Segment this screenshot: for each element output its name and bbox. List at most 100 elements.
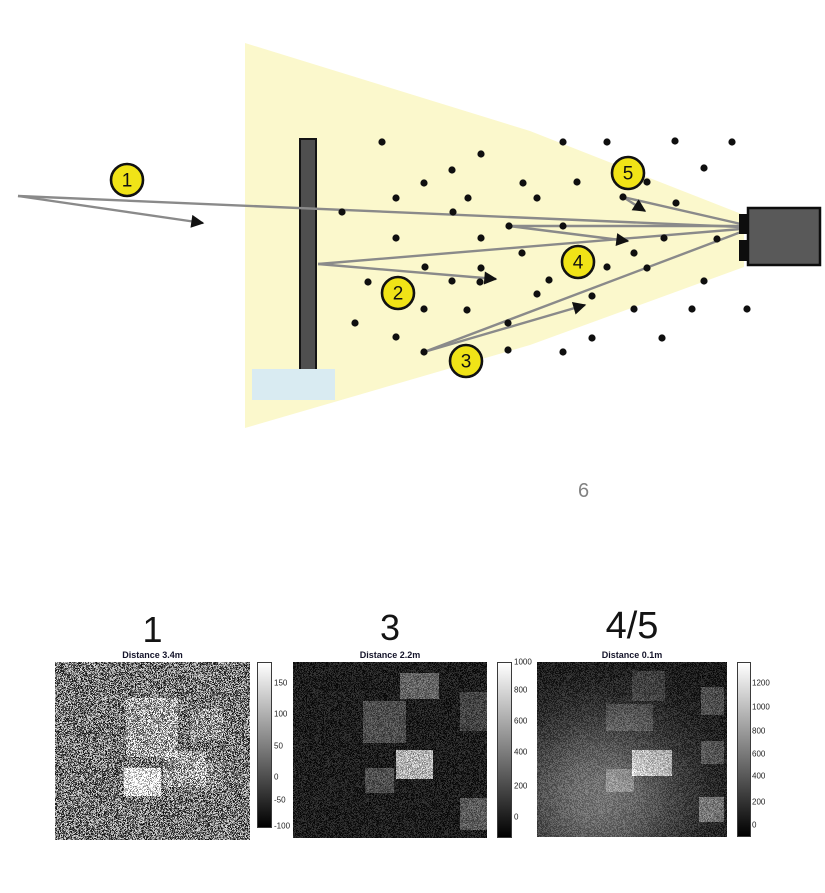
- ray-label-text: 4: [573, 253, 584, 274]
- ray-label-1: 1: [109, 162, 145, 198]
- colorbar-label: 600: [514, 716, 528, 726]
- smoke-particle: [448, 277, 456, 285]
- smoke-particle: [420, 305, 428, 313]
- colorbar-label: 400: [514, 747, 528, 757]
- camera-aperture: [739, 214, 749, 234]
- panel-title: 3: [379, 607, 401, 648]
- smoke-particle: [660, 234, 668, 242]
- colorbar-label: 1200: [752, 678, 770, 688]
- ray-label-circle: [380, 275, 416, 311]
- ray4-scatter: [508, 224, 630, 246]
- smoke-particle: [504, 319, 512, 327]
- smoke-particle: [477, 234, 485, 242]
- ray2-scatter: [317, 262, 498, 285]
- colorbar-label: 800: [752, 726, 766, 736]
- smoke-particle: [364, 278, 372, 286]
- colorbar: [497, 662, 512, 838]
- colorbar: [737, 662, 751, 837]
- smoke-particle: [533, 290, 541, 298]
- screen-panel: [252, 369, 335, 400]
- smoke-particle: [477, 264, 485, 272]
- colorbar-label: 0: [514, 812, 519, 822]
- smoke-particle: [658, 334, 666, 342]
- smoke-particle: [671, 137, 679, 145]
- colorbar-label: 50: [274, 741, 283, 751]
- smoke-particle: [476, 278, 484, 286]
- obstacle-bar-shape: [299, 138, 317, 374]
- smoke-particle: [588, 334, 596, 342]
- colorbar-label: 1000: [514, 657, 532, 667]
- smoke-particle: [392, 194, 400, 202]
- smoke-particle: [603, 263, 611, 271]
- smoke-particle: [743, 305, 751, 313]
- smoke-particle: [545, 276, 553, 284]
- smoke-particle: [378, 138, 386, 146]
- smoke-particle: [464, 194, 472, 202]
- ray1-exit: [17, 194, 205, 228]
- ray-label-text: 5: [623, 164, 634, 185]
- smoke-particle: [603, 138, 611, 146]
- smoke-particle: [351, 319, 359, 327]
- page-number: 6: [578, 480, 590, 502]
- ray-label-circle: [610, 155, 646, 191]
- smoke-particle: [504, 346, 512, 354]
- smoke-particle: [672, 199, 680, 207]
- smoke-particle: [338, 208, 346, 216]
- smoke-particle: [630, 305, 638, 313]
- light-cone: [245, 43, 744, 428]
- ray5-scatter: [622, 195, 647, 213]
- ray3-beam: [423, 230, 742, 354]
- ray-label-text: 3: [461, 352, 472, 373]
- light-cone-shape: [245, 43, 744, 428]
- smoke-particle: [518, 249, 526, 257]
- smoke-particle: [420, 179, 428, 187]
- ray-label-text: 1: [122, 171, 133, 192]
- smoke-particle: [420, 348, 428, 356]
- colorbar-label: -100: [274, 821, 291, 831]
- colorbar-label: 600: [752, 749, 766, 759]
- screen-panel-shape: [252, 369, 335, 400]
- panel-subtitle: Distance 2.2m: [359, 650, 421, 660]
- smoke-particle: [449, 208, 457, 216]
- colorbar-label: 1000: [752, 702, 770, 712]
- obstacle-bar: [299, 138, 317, 374]
- colorbar-label: 800: [514, 685, 528, 695]
- smoke-particle: [643, 178, 651, 186]
- colorbar: [257, 662, 272, 828]
- panel-title: 4/5: [605, 605, 659, 647]
- smoke-particle: [392, 333, 400, 341]
- smoke-particle: [688, 305, 696, 313]
- smoke-particle: [421, 263, 429, 271]
- ray2-beam: [317, 227, 742, 266]
- ray-label-circle: [109, 162, 145, 198]
- smoke-particle: [392, 234, 400, 242]
- camera-aperture: [739, 240, 749, 261]
- noise-image: [537, 662, 727, 837]
- panel-subtitle: Distance 0.1m: [601, 650, 663, 660]
- colorbar-label: 400: [752, 771, 766, 781]
- smoke-particle: [448, 166, 456, 174]
- noise-image: [293, 662, 487, 838]
- ray-label-2: 2: [380, 275, 416, 311]
- ray3-scatter: [423, 302, 587, 354]
- ray-label-4: 4: [560, 244, 596, 280]
- camera-box: [739, 206, 822, 267]
- panel-subtitle: Distance 3.4m: [122, 650, 183, 660]
- camera-body: [746, 206, 822, 267]
- ray-paths: [17, 194, 742, 354]
- smoke-particle: [573, 178, 581, 186]
- colorbar-label: 0: [274, 772, 279, 782]
- panel-title: 1: [142, 609, 163, 650]
- colorbar-label: 200: [514, 781, 528, 791]
- smoke-particle: [588, 292, 596, 300]
- smoke-particle: [559, 348, 567, 356]
- scattering-diagram: 1 2 3 4 5: [17, 43, 822, 428]
- colorbar-label: 100: [274, 709, 288, 719]
- colorbar-label: 150: [274, 678, 288, 688]
- smoke-particle: [519, 179, 527, 187]
- smoke-particle: [713, 235, 721, 243]
- smoke-particle: [728, 138, 736, 146]
